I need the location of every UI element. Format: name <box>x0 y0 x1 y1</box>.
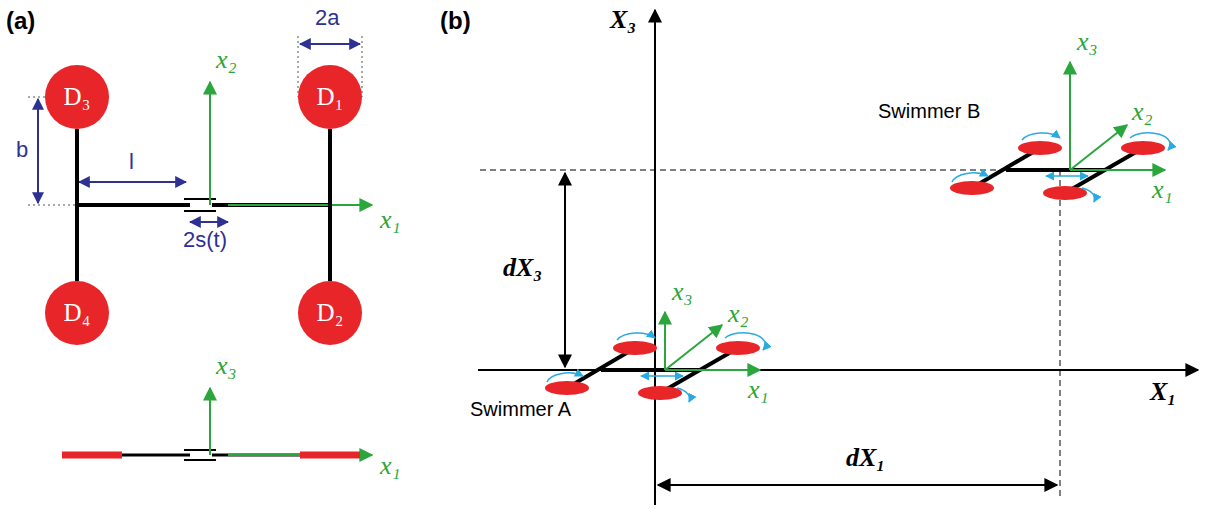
dimension-label: 2s(t) <box>183 228 227 252</box>
dimension-label: l <box>129 150 134 174</box>
axis-label: X₁ <box>1150 378 1176 407</box>
axis-label: x₁ <box>380 206 401 235</box>
disc: D₁ <box>298 65 362 129</box>
dimension-label: dX₃ <box>503 254 542 283</box>
swimmer-label: Swimmer A <box>470 398 571 420</box>
dimension-label: dX₁ <box>846 444 885 473</box>
disc-label: D₂ <box>317 299 344 327</box>
axis-label: X₃ <box>610 6 636 35</box>
axis-label: x₁ <box>380 452 401 481</box>
swimmer-label: Swimmer B <box>878 100 980 122</box>
axis-label: x₁ <box>1152 176 1173 205</box>
dimension-label: b <box>16 138 28 162</box>
disc: D₂ <box>298 281 362 345</box>
connecting-rod <box>75 129 79 281</box>
axis-label: x₂ <box>1132 98 1153 127</box>
axis-label: x₂ <box>216 46 237 75</box>
axis-label: x₃ <box>216 352 237 381</box>
axis-label: x₃ <box>1077 28 1098 57</box>
panel-label: (a) <box>6 8 35 34</box>
disc: D₄ <box>45 281 109 345</box>
disc-label: D₁ <box>317 83 344 111</box>
dimension-label: 2a <box>315 6 339 30</box>
connecting-rod <box>328 129 332 281</box>
disc: D₃ <box>45 65 109 129</box>
axis-label: x₁ <box>748 376 769 405</box>
disc-label: D₃ <box>64 83 91 111</box>
axis-label: x₂ <box>728 300 749 329</box>
panel-label: (b) <box>440 8 471 34</box>
disc-label: D₄ <box>64 299 91 327</box>
axis-label: x₃ <box>672 278 693 307</box>
